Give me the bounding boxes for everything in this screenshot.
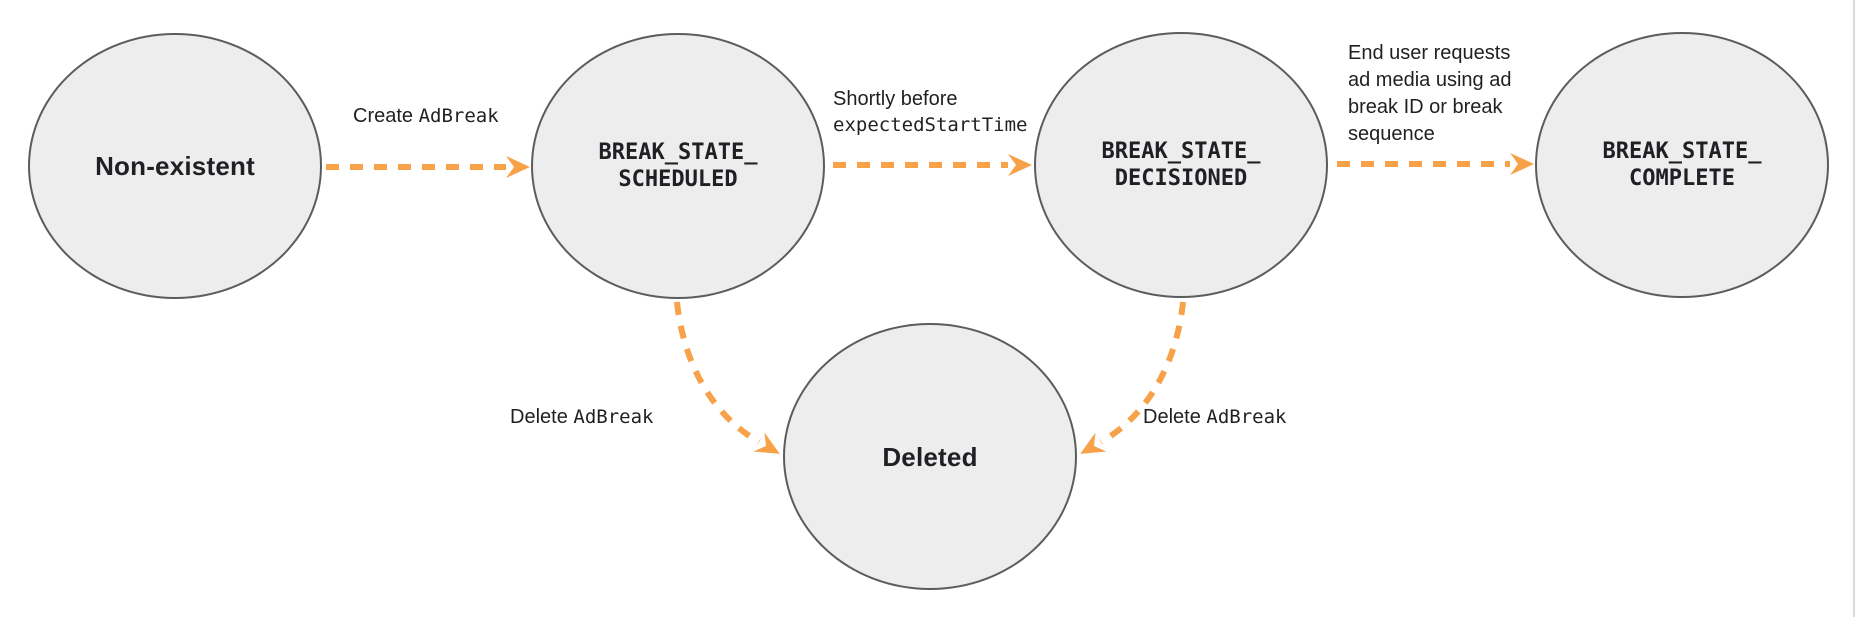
transition-label-end-user-requests-ad-media: End user requests ad media using ad brea… [1348,42,1512,145]
state-label-break-state-complete: BREAK_STATE_ COMPLETE [1602,139,1762,191]
state-label-break-state-scheduled: BREAK_STATE_ SCHEDULED [598,140,758,192]
frame-right-border [1853,0,1855,617]
transition-label-delete-from-decisioned: Delete AdBreak [1143,406,1287,428]
state-node-break-state-complete: BREAK_STATE_ COMPLETE [1535,32,1829,298]
transition-label-shortly-before-expected-start-time: Shortly before expectedStartTime [833,88,1028,136]
state-label-break-state-decisioned: BREAK_STATE_ DECISIONED [1101,139,1261,191]
state-label-deleted: Deleted [882,441,978,472]
state-node-break-state-decisioned: BREAK_STATE_ DECISIONED [1034,32,1328,298]
transition-label-delete-from-scheduled: Delete AdBreak [510,406,654,428]
state-node-non-existent: Non-existent [28,33,322,299]
state-node-deleted: Deleted [783,323,1077,590]
arrow-delete-from-decisioned [1080,301,1186,454]
state-node-break-state-scheduled: BREAK_STATE_ SCHEDULED [531,33,825,299]
state-label-non-existent: Non-existent [95,151,255,181]
transition-label-create-ad-break: Create AdBreak [353,105,499,127]
arrow-delete-from-scheduled [674,301,780,454]
